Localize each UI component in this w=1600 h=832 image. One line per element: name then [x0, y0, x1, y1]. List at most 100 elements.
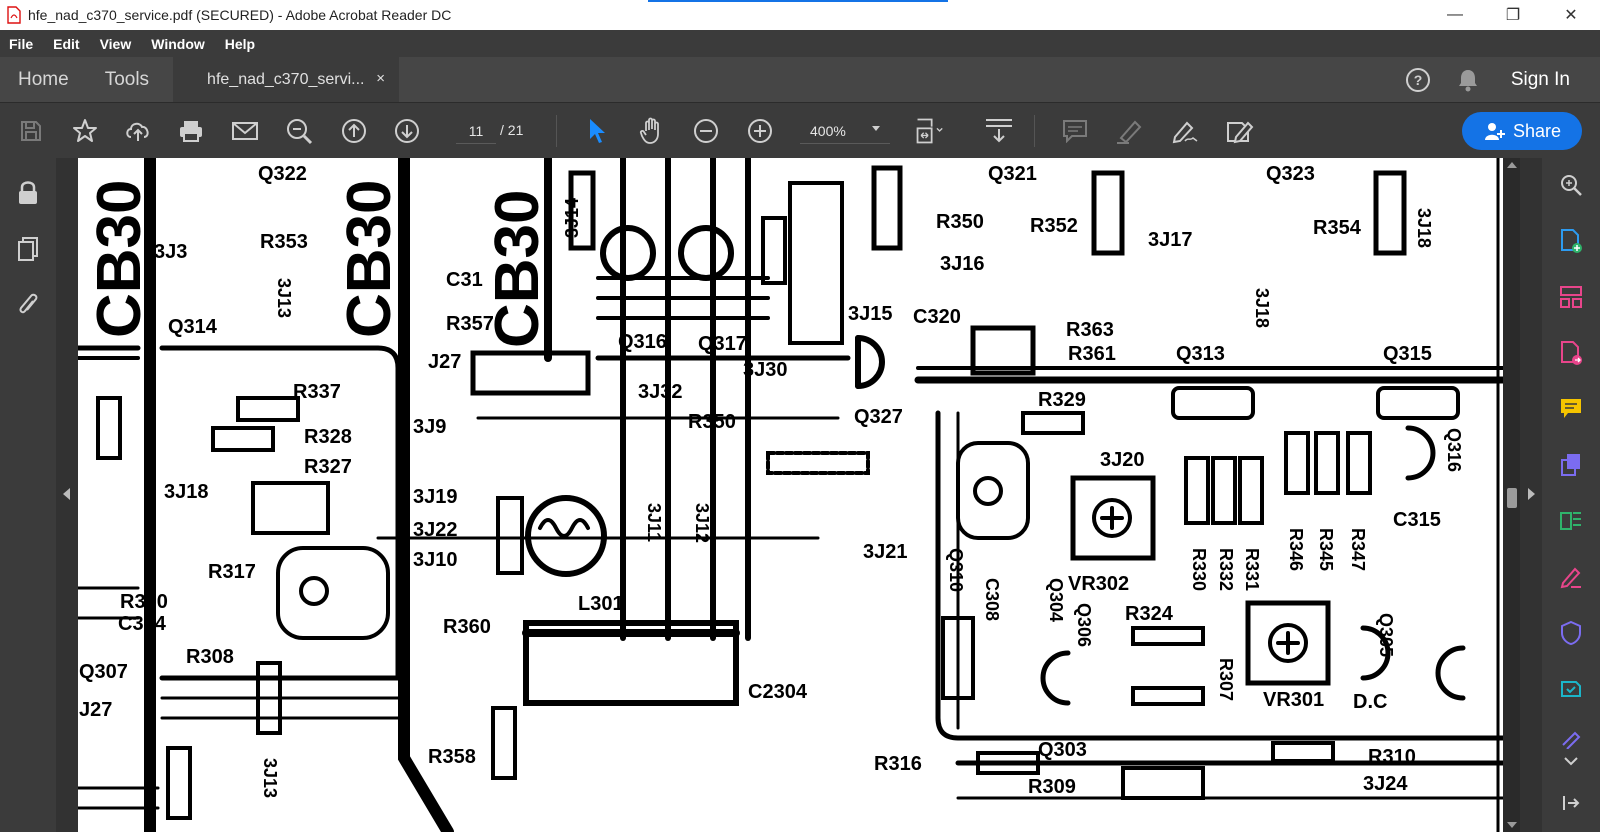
schematic-label: R324 [1125, 603, 1174, 625]
hand-pan-icon[interactable] [637, 116, 667, 146]
schematic-label: R330 [1189, 548, 1209, 591]
help-icon[interactable]: ? [1405, 67, 1431, 93]
more-tools-pen-icon[interactable] [1556, 724, 1586, 754]
comment-icon[interactable] [1556, 394, 1586, 424]
vertical-scrollbar[interactable] [1503, 158, 1520, 832]
create-pdf-icon[interactable] [1556, 226, 1586, 256]
schematic-label: VR302 [1068, 573, 1129, 595]
chevron-down-icon [872, 126, 880, 131]
menu-help[interactable]: Help [224, 35, 256, 52]
search-zoom-icon[interactable] [284, 116, 314, 146]
notification-bell-icon[interactable] [1455, 67, 1481, 93]
highlight-icon[interactable] [1114, 116, 1144, 146]
collapse-panel-icon[interactable] [1556, 788, 1586, 818]
schematic-label: C315 [1393, 509, 1441, 531]
page-thumbnails-icon[interactable] [13, 234, 43, 264]
schematic-label: R332 [1216, 548, 1236, 591]
schematic-label: R331 [1242, 548, 1262, 591]
schematic-label: Q315 [1383, 343, 1432, 365]
menu-view[interactable]: View [99, 35, 132, 52]
lock-icon[interactable] [13, 178, 43, 208]
scroll-thumb[interactable] [1507, 488, 1517, 508]
schematic-label: R363 [1066, 319, 1114, 341]
main-toolbar: 11 / 21 400% Share [0, 102, 1600, 158]
organize-pages-icon[interactable] [1556, 282, 1586, 312]
schematic-label: J27 [428, 351, 461, 373]
zoom-in-icon[interactable] [745, 116, 775, 146]
send-for-review-icon[interactable] [1556, 674, 1586, 704]
chevron-down-icon[interactable] [1556, 746, 1586, 776]
tab-tools[interactable]: Tools [104, 68, 150, 90]
document-tab-label: hfe_nad_c370_servi... [207, 70, 365, 88]
schematic-label: 3J24 [1363, 773, 1408, 795]
right-panel-collapse[interactable] [1520, 158, 1542, 832]
search-zoom-icon[interactable] [1556, 170, 1586, 200]
schematic-label: 3J3 [154, 241, 187, 263]
edit-pdf-icon[interactable] [1556, 506, 1586, 536]
schematic-label: R345 [1316, 528, 1336, 571]
bookmark-star-icon[interactable] [70, 116, 100, 146]
print-icon[interactable] [176, 116, 206, 146]
document-viewport[interactable]: CB30 CB30 CB30 Q322 Q321 Q323 3J3 R353 R… [78, 158, 1503, 832]
scroll-up-arrow-icon[interactable] [1507, 162, 1517, 168]
schematic-label: Q306 [1074, 603, 1094, 647]
schematic-label: J27 [79, 699, 112, 721]
menu-file[interactable]: File [9, 35, 34, 52]
schematic-label: C314 [118, 613, 167, 635]
close-window-button[interactable]: ✕ [1564, 7, 1578, 24]
page-up-icon[interactable] [339, 116, 369, 146]
zoom-out-icon[interactable] [691, 116, 721, 146]
schematic-label: Q317 [698, 333, 747, 355]
email-icon[interactable] [230, 116, 260, 146]
schematic-label: R352 [1030, 215, 1078, 237]
schematic-label: 3J10 [413, 549, 458, 571]
right-tools-rail [1542, 158, 1600, 832]
attachment-icon[interactable] [13, 290, 43, 320]
upload-icon[interactable] [123, 116, 153, 146]
comment-icon[interactable] [1060, 116, 1090, 146]
schematic-label: 3J14 [562, 198, 582, 238]
schematic-label: R320 [120, 591, 168, 613]
tab-document[interactable]: hfe_nad_c370_servi... × [173, 57, 400, 102]
schematic-label-cb30-2: CB30 [335, 179, 404, 338]
sign-icon[interactable] [1169, 116, 1199, 146]
share-button[interactable]: Share [1462, 112, 1582, 150]
restore-button[interactable]: ❐ [1505, 7, 1521, 24]
save-icon[interactable] [16, 116, 46, 146]
schematic-label: 3J9 [413, 416, 446, 438]
schematic-label: 3J15 [848, 303, 893, 325]
select-cursor-icon[interactable] [582, 116, 612, 146]
schematic-label: Q316 [618, 331, 667, 353]
title-accent-line [648, 0, 948, 2]
page-down-icon[interactable] [392, 116, 422, 146]
schematic-label: R328 [304, 426, 352, 448]
zoom-level-select[interactable]: 400% [800, 118, 890, 144]
scroll-down-arrow-icon[interactable] [1507, 822, 1517, 828]
schematic-label: R360 [443, 616, 491, 638]
schematic-label-cb30-3: CB30 [483, 189, 552, 348]
schematic-label: R329 [1038, 389, 1086, 411]
sign-in-link[interactable]: Sign In [1510, 68, 1570, 90]
redact-icon[interactable] [1224, 116, 1254, 146]
tab-home[interactable]: Home [18, 68, 69, 90]
page-number-input[interactable]: 11 [456, 118, 496, 144]
combine-files-icon[interactable] [1556, 450, 1586, 480]
minimize-button[interactable]: — [1447, 6, 1463, 23]
schematic-label: 3J30 [743, 359, 788, 381]
fit-page-icon[interactable] [914, 116, 944, 146]
menu-edit[interactable]: Edit [53, 35, 80, 52]
schematic-label: R308 [186, 646, 234, 668]
schematic-label: 3J18 [1414, 208, 1434, 248]
menu-window[interactable]: Window [151, 35, 205, 52]
protect-shield-icon[interactable] [1556, 618, 1586, 648]
export-pdf-icon[interactable] [1556, 338, 1586, 368]
schematic-label: Q304 [1046, 578, 1066, 622]
close-tab-icon[interactable]: × [376, 70, 386, 87]
left-panel-collapse[interactable] [56, 158, 78, 832]
schematic-label: 3J19 [413, 486, 458, 508]
schematic-label: R353 [260, 231, 308, 253]
fill-sign-icon[interactable] [1556, 562, 1586, 592]
scroll-mode-icon[interactable] [984, 116, 1014, 146]
schematic-label: R347 [1348, 528, 1368, 571]
schematic-label: R354 [1313, 217, 1362, 239]
